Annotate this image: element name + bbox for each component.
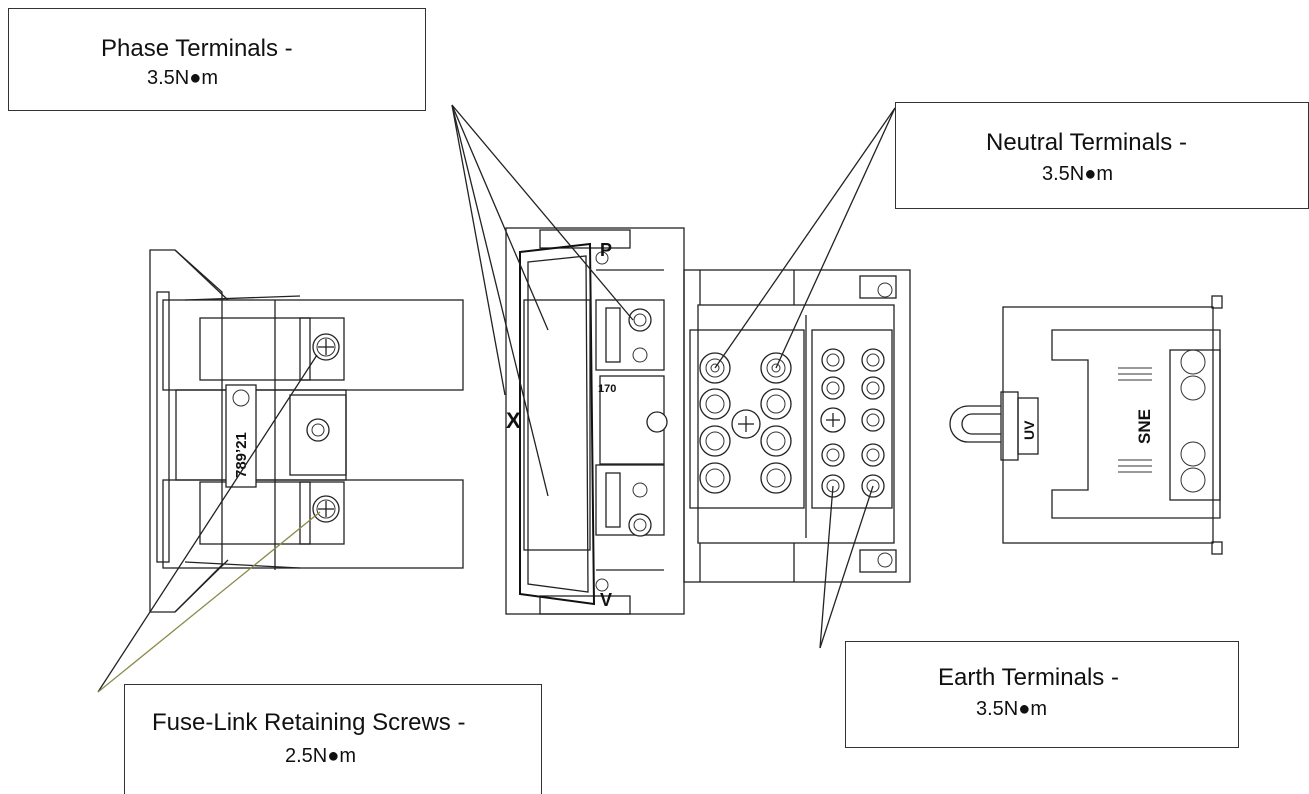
marker-x: X	[506, 408, 521, 433]
earth-terminal-3	[821, 376, 845, 400]
phase-terminal-top	[628, 308, 652, 332]
cutout-base: 170 P V X	[505, 227, 911, 615]
earth-terminals-title: Earth Terminals -	[938, 664, 1119, 691]
phase-leader-1	[451, 104, 506, 396]
earth-center-screw	[820, 407, 846, 433]
fuse-screw-bottom	[312, 495, 340, 523]
phase-terminal-bottom	[628, 513, 652, 537]
fuse-code-plate	[225, 384, 257, 488]
base-code-label: 170	[598, 383, 616, 395]
fuse-leader-2	[97, 511, 321, 693]
neutral-terminals-torque: 3.5N●m	[1042, 163, 1113, 185]
cover-sne-label: SNE	[1135, 409, 1154, 444]
neutral-terminal-6	[760, 425, 792, 457]
earth-terminal-4	[861, 376, 885, 400]
earth-terminal-2	[861, 348, 885, 372]
earth-terminals-callout: Earth Terminals - 3.5N●m	[845, 641, 1239, 748]
earth-terminal-7	[861, 443, 885, 467]
fuse-link-screws-torque: 2.5N●m	[285, 745, 356, 767]
neutral-terminal-5	[699, 425, 731, 457]
neutral-terminals-title: Neutral Terminals -	[986, 129, 1187, 156]
neutral-terminal-7	[699, 462, 731, 494]
fuse-link-screws-callout: Fuse-Link Retaining Screws - 2.5N●m	[124, 684, 542, 794]
earth-terminal-5	[861, 408, 885, 432]
phase-terminals-callout: Phase Terminals - 3.5N●m	[8, 8, 426, 111]
phase-terminals-torque: 3.5N●m	[147, 67, 218, 89]
cover-uv-label: UV	[1021, 420, 1037, 440]
marker-v: V	[600, 590, 612, 610]
neutral-leader-1	[714, 107, 896, 369]
fuse-carrier-code: 789’21	[233, 432, 250, 478]
earth-terminal-1	[821, 348, 845, 372]
fuse-screw-top	[312, 333, 340, 361]
earth-leader-1	[819, 485, 834, 649]
terminal-cover: SNE UV	[949, 295, 1223, 555]
phase-terminals-title: Phase Terminals -	[101, 35, 293, 62]
neutral-bar	[689, 329, 805, 509]
phase-leader-2	[451, 104, 549, 331]
fuse-center-stud	[306, 418, 330, 442]
fuse-leader-1	[97, 354, 318, 693]
leader-lines	[97, 104, 896, 693]
phase-leader-4	[451, 104, 634, 321]
earth-terminals-torque: 3.5N●m	[976, 698, 1047, 720]
earth-leader-2	[819, 485, 874, 649]
neutral-terminal-8	[760, 462, 792, 494]
fuse-link-screws-title: Fuse-Link Retaining Screws -	[152, 709, 466, 736]
fuse-carrier: 789’21	[149, 249, 464, 613]
neutral-terminals-callout: Neutral Terminals - 3.5N●m	[895, 102, 1309, 209]
earth-terminal-6	[821, 443, 845, 467]
neutral-terminal-3	[699, 388, 731, 420]
earth-bar	[811, 329, 893, 509]
neutral-terminal-4	[760, 388, 792, 420]
neutral-leader-2	[775, 107, 896, 369]
phase-leader-3	[451, 104, 549, 497]
neutral-center-screw	[731, 409, 761, 439]
marker-p: P	[600, 240, 612, 260]
